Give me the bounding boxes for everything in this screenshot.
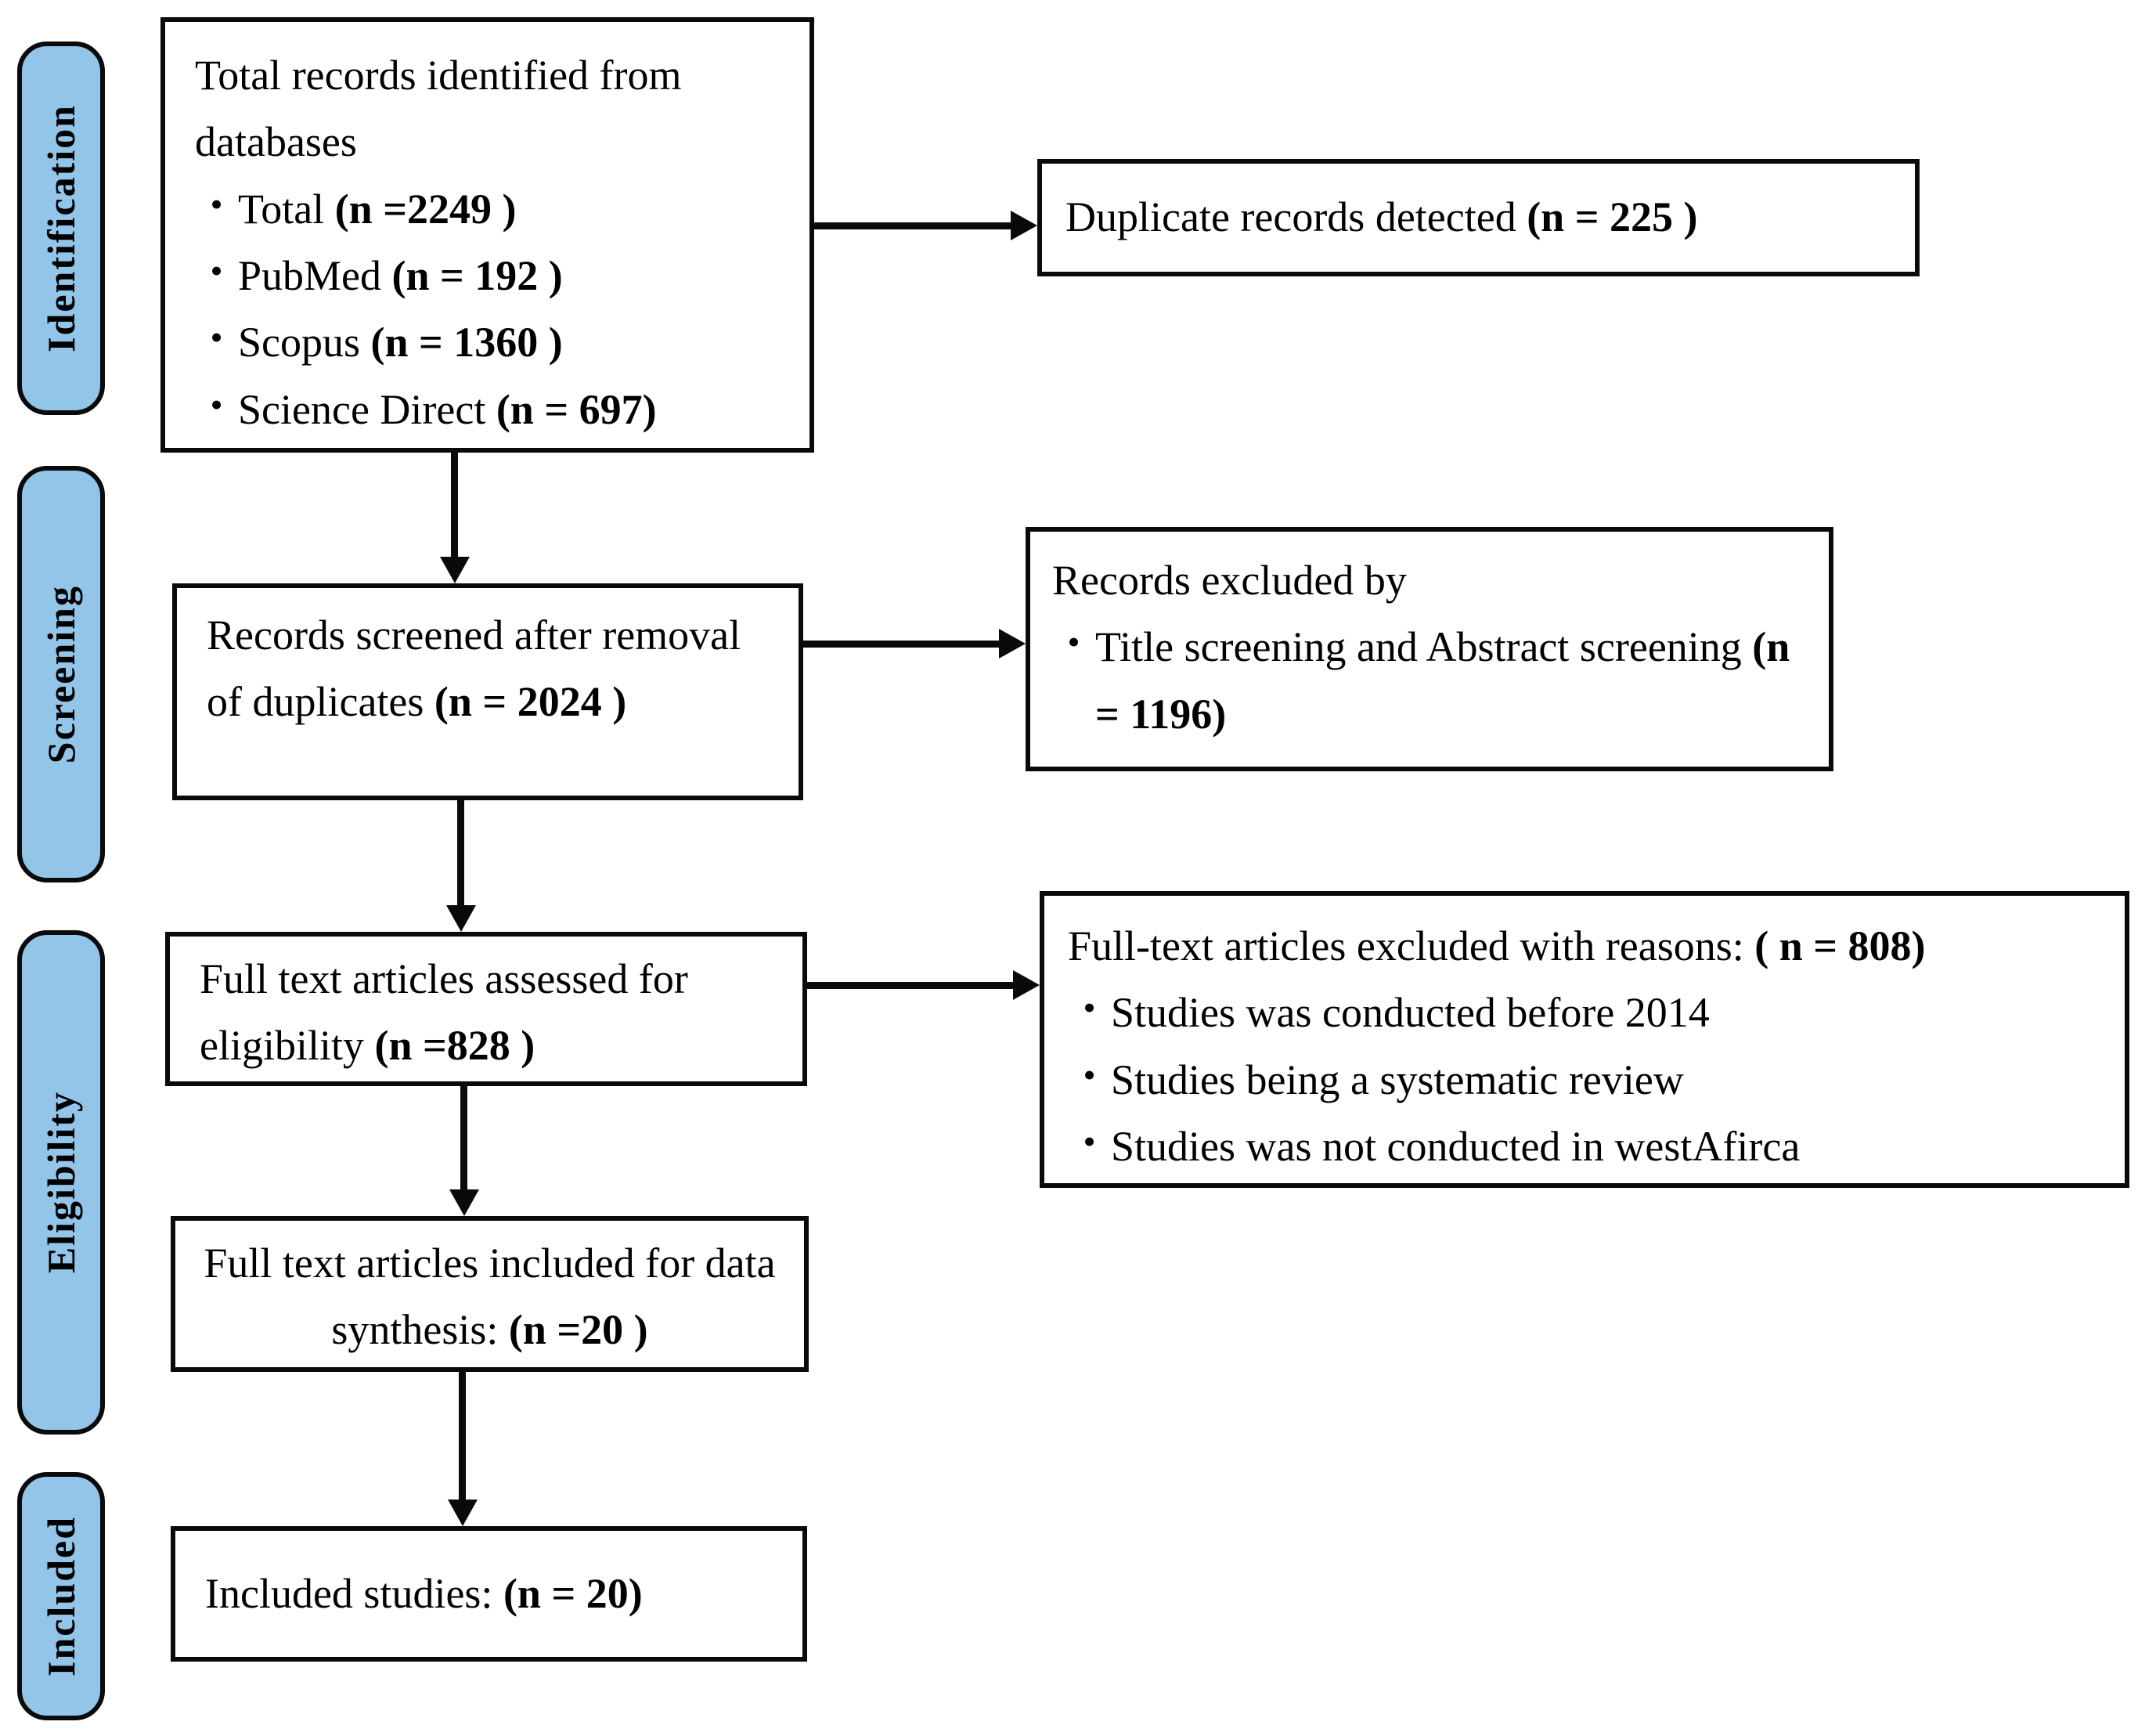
list-item: • Scopus (n = 1360 ) [195,309,789,376]
box-fulltext-assessed: Full text articles assessed for eligibil… [165,932,807,1086]
list-item: • Science Direct (n = 697) [195,377,789,443]
bullet-icon: • [1083,1054,1096,1095]
records-screened-text: Records screened after removal of duplic… [207,612,741,726]
list-item: • Studies was not conducted in westAfirc… [1068,1113,2104,1180]
box-records-screened: Records screened after removal of duplic… [172,583,803,800]
box-duplicate-records: Duplicate records detected (n = 225 ) [1037,159,1920,276]
stage-eligibility-label: Eligibility [39,1091,83,1274]
bullet-icon: • [1083,987,1096,1028]
bullet-icon: • [210,250,223,291]
box-records-identified: Total records identified from databases … [160,17,814,453]
stage-eligibility: Eligibility [17,930,105,1435]
records-identified-title: Total records identified from databases [195,52,682,166]
fulltext-excluded-reason-3: Studies was not conducted in westAfirca [1111,1122,1801,1170]
fulltext-excluded-reason-2: Studies being a systematic review [1111,1056,1684,1103]
bullet-icon: • [1067,622,1080,662]
list-item: • Total (n =2249 ) [195,176,789,243]
duplicate-records-text: Duplicate records detected (n = 225 ) [1065,193,1698,241]
stage-identification-label: Identification [39,104,83,352]
records-identified-scopus: Scopus (n = 1360 ) [238,319,563,366]
list-item: • PubMed (n = 192 ) [195,243,789,309]
stage-screening-label: Screening [39,584,83,764]
bullet-icon: • [210,384,223,424]
bullet-icon: • [210,183,223,224]
fulltext-assessed-text: Full text articles assessed for eligibil… [200,955,688,1070]
data-synthesis-text: Full text articles included for data syn… [204,1240,776,1354]
list-item: • Studies being a systematic review [1068,1047,2104,1113]
stage-identification: Identification [17,42,105,415]
stage-included: Included [17,1472,105,1720]
stage-included-label: Included [39,1516,83,1676]
list-item: • Studies was conducted before 2014 [1068,980,2104,1046]
box-data-synthesis: Full text articles included for data syn… [171,1216,809,1372]
records-identified-pubmed: PubMed (n = 192 ) [238,251,563,299]
records-identified-total: Total (n =2249 ) [238,185,517,233]
bullet-icon: • [1083,1121,1096,1161]
list-item: • Title screening and Abstract screening… [1052,614,1801,748]
bullet-icon: • [210,317,223,358]
box-fulltext-excluded: Full-text articles excluded with reasons… [1040,891,2129,1188]
records-excluded-reason: Title screening and Abstract screening (… [1095,623,1790,738]
included-studies-text: Included studies: (n = 20) [205,1569,643,1617]
fulltext-excluded-title: Full-text articles excluded with reasons… [1068,922,1926,969]
fulltext-excluded-reason-1: Studies was conducted before 2014 [1111,989,1710,1037]
records-excluded-title: Records excluded by [1052,557,1407,604]
box-records-excluded: Records excluded by • Title screening an… [1026,527,1833,771]
stage-screening: Screening [17,466,105,882]
records-identified-sciencedirect: Science Direct (n = 697) [238,385,657,433]
box-included-studies: Included studies: (n = 20) [171,1526,807,1662]
